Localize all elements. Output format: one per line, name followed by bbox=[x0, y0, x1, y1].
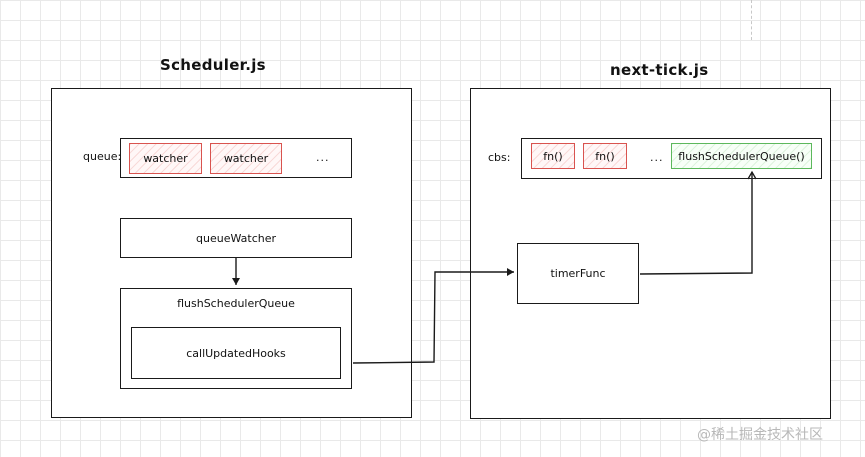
cbs-item-fn-2: fn() bbox=[583, 143, 627, 169]
arrow-timer-func-to-flush-entry bbox=[639, 170, 757, 275]
timer-func-box: timerFunc bbox=[517, 243, 639, 304]
cbs-item-flush-scheduler-queue: flushSchedulerQueue() bbox=[671, 143, 812, 169]
arrow-call-updated-hooks-to-timer-func bbox=[352, 268, 514, 364]
watermark: @稀土掘金技术社区 bbox=[697, 427, 823, 443]
cbs-ellipsis: ... bbox=[650, 151, 664, 164]
scheduler-title: Scheduler.js bbox=[160, 56, 266, 74]
cbs-label: cbs: bbox=[488, 151, 511, 164]
queue-watcher-box: queueWatcher bbox=[120, 218, 352, 258]
queue-item-watcher-2: watcher bbox=[210, 143, 282, 174]
queue-label: queue: bbox=[83, 150, 122, 163]
dashed-guide-line bbox=[751, 0, 752, 40]
queue-item-watcher-1: watcher bbox=[129, 143, 202, 174]
next-tick-title: next-tick.js bbox=[610, 61, 709, 79]
queue-ellipsis: ... bbox=[316, 151, 330, 164]
cbs-item-fn-1: fn() bbox=[531, 143, 575, 169]
call-updated-hooks-box: callUpdatedHooks bbox=[131, 327, 341, 379]
